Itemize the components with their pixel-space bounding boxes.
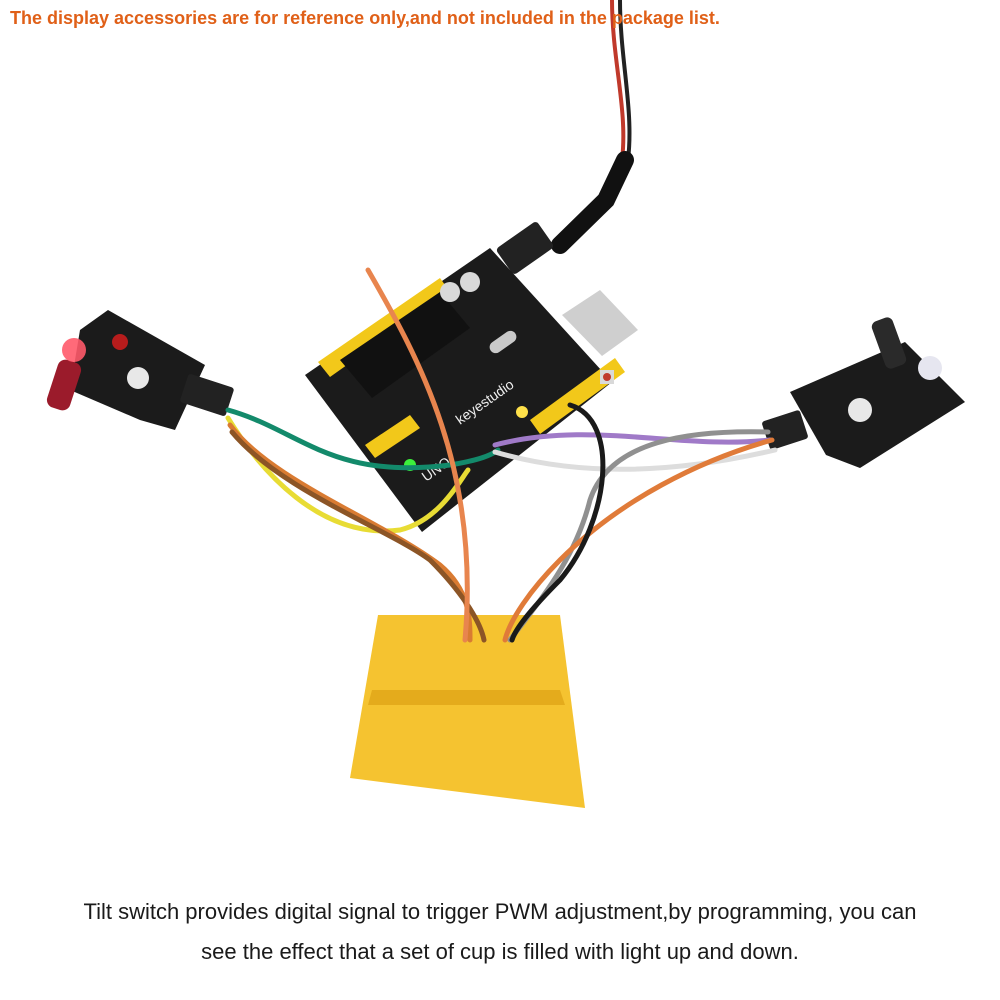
- disclaimer-notice: The display accessories are for referenc…: [10, 8, 720, 28]
- mini-breadboard: [350, 615, 585, 808]
- product-photo: keyestudio UNO: [46, 0, 965, 808]
- caption: Tilt switch provides digital signal to t…: [0, 892, 1000, 972]
- jumper-wires: [225, 267, 778, 643]
- arduino-board: keyestudio UNO: [305, 248, 638, 532]
- dc-power-cable: [496, 0, 634, 274]
- right-tilt-module: [762, 317, 965, 468]
- left-tilt-module: [46, 310, 234, 430]
- caption-line-1: Tilt switch provides digital signal to t…: [83, 899, 917, 924]
- caption-line-2: see the effect that a set of cup is fill…: [201, 939, 799, 964]
